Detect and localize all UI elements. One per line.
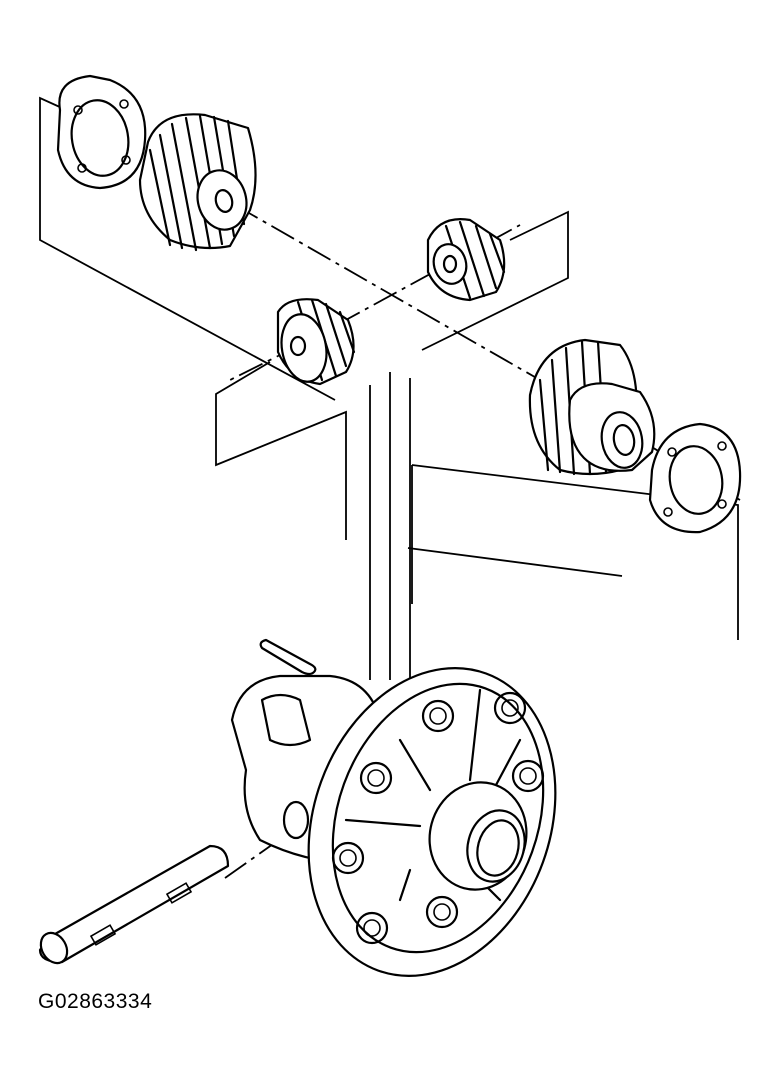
figure-id-label: G02863334 (38, 990, 153, 1013)
pinion-gear-right (426, 218, 506, 302)
side-gear-lower (528, 338, 656, 476)
pinion-shaft (38, 844, 230, 965)
thrust-washer-lower (648, 422, 742, 534)
pinion-gear-left (276, 298, 356, 386)
side-gear-upper (138, 113, 257, 252)
lock-pin (259, 638, 317, 676)
assembly-guide-lines (39, 96, 739, 680)
thrust-washer-upper (56, 74, 147, 190)
differential-case (230, 667, 557, 977)
